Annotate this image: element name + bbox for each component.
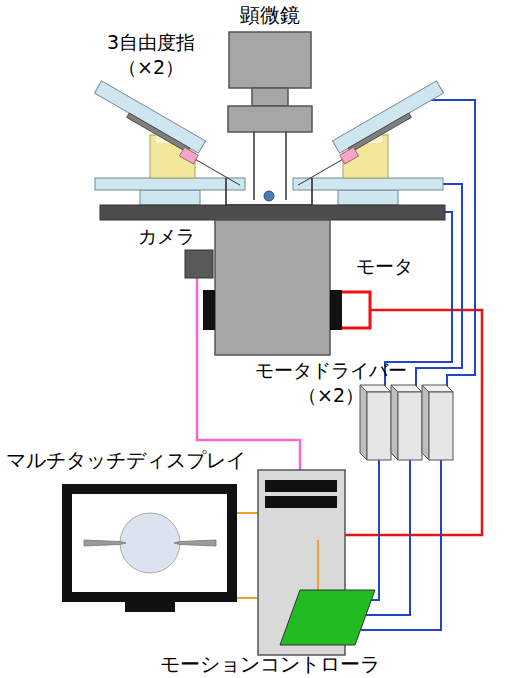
signal-wire xyxy=(371,460,379,600)
camera xyxy=(185,250,213,278)
petri-dish xyxy=(226,178,312,205)
display-frame xyxy=(62,484,237,602)
signal-wire xyxy=(361,460,441,630)
motor xyxy=(203,290,215,330)
finger-label: 3自由度指 （×2） xyxy=(95,30,207,79)
motion-controller xyxy=(280,590,375,645)
motor-driver-label: モータドライバー （×2） xyxy=(248,358,414,407)
camera-label: カメラ xyxy=(138,224,195,249)
display-screen xyxy=(72,494,227,592)
motor xyxy=(330,290,342,330)
microscope-tube xyxy=(253,132,255,200)
motor-label: モータ xyxy=(356,254,413,279)
drive-slot xyxy=(265,480,337,492)
motor-bracket xyxy=(342,292,370,328)
screen-pipette xyxy=(174,540,216,546)
controller-label: モーションコントローラ xyxy=(130,651,410,677)
sample-ball xyxy=(264,191,274,201)
display-label: マルチタッチディスプレイ xyxy=(6,447,246,473)
motor-driver xyxy=(360,385,453,460)
microscope-label: 顕微鏡 xyxy=(220,2,320,28)
screen-pipette xyxy=(84,540,126,546)
microscope-tube xyxy=(285,132,287,200)
stage-plate xyxy=(100,205,445,220)
drive-slot xyxy=(265,496,337,508)
screen-dish xyxy=(120,513,180,573)
microscope xyxy=(228,32,312,132)
display-wire xyxy=(237,597,258,599)
microscope-body xyxy=(215,220,330,355)
display-wire xyxy=(237,512,258,514)
